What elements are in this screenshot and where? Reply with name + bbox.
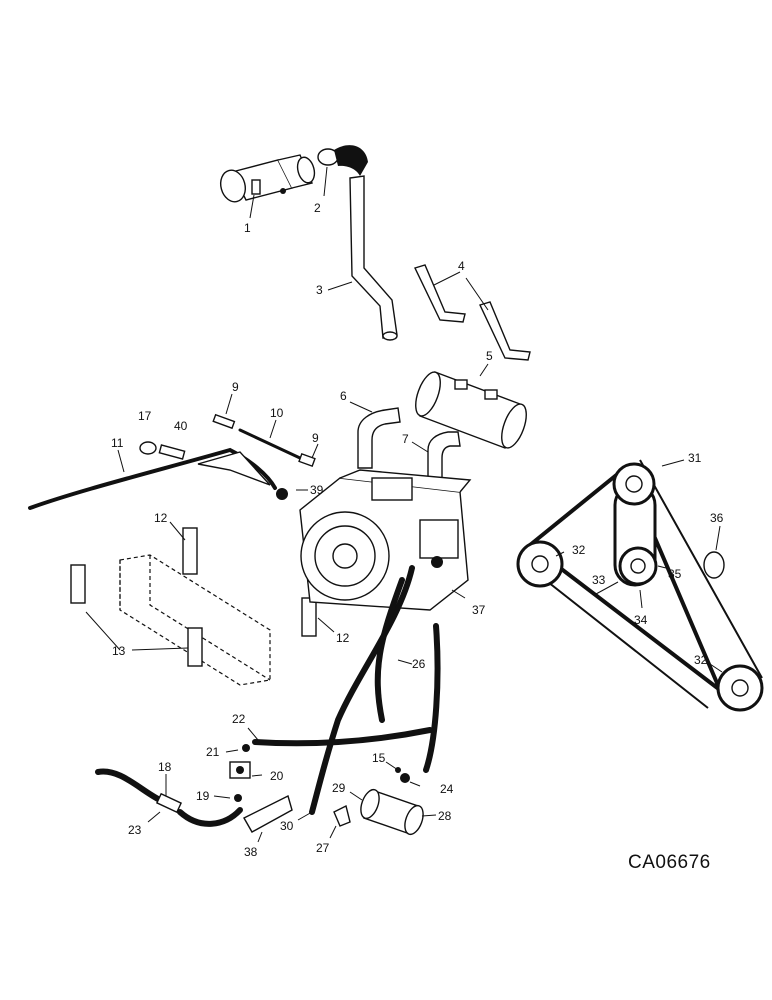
callout-5: 5 (486, 349, 493, 363)
callout-36: 36 (710, 511, 724, 525)
callout-15: 15 (372, 751, 386, 765)
callout-3: 3 (316, 283, 323, 297)
callout-30: 30 (280, 819, 294, 833)
callout-9-upper: 9 (232, 380, 239, 394)
callout-32-left: 32 (572, 543, 586, 557)
callout-17: 17 (138, 409, 152, 423)
control-cable (28, 447, 308, 510)
callout-12-lower: 12 (336, 631, 350, 645)
callout-2: 2 (314, 201, 321, 215)
callout-20: 20 (270, 769, 284, 783)
callout-40: 40 (174, 419, 188, 433)
mounting-brackets (414, 264, 531, 361)
exhaust-elbows (349, 401, 461, 479)
callout-19: 19 (196, 789, 210, 803)
callout-4: 4 (458, 259, 465, 273)
callout-24: 24 (440, 782, 454, 796)
air-cleaner (219, 154, 316, 219)
callout-32-right: 32 (694, 653, 708, 667)
callout-28: 28 (438, 809, 452, 823)
callout-9-lower: 9 (312, 431, 319, 445)
callout-13: 13 (112, 644, 126, 658)
muffler (415, 363, 527, 449)
callout-18: 18 (158, 760, 172, 774)
fuel-line (95, 744, 293, 843)
callout-33: 33 (592, 573, 606, 587)
elbow-hose (317, 145, 368, 197)
callout-22: 22 (232, 712, 246, 726)
callout-12-upper: 12 (154, 511, 168, 525)
callout-6: 6 (340, 389, 347, 403)
belt-drive (516, 459, 764, 712)
radiator-assembly (70, 521, 335, 686)
callout-26: 26 (412, 657, 426, 671)
callout-31: 31 (688, 451, 702, 465)
fuel-filter (329, 761, 437, 839)
callout-38: 38 (244, 845, 258, 859)
callout-37: 37 (472, 603, 486, 617)
callout-27: 27 (316, 841, 330, 855)
engine (299, 469, 472, 611)
callout-10: 10 (270, 406, 284, 420)
hoses (247, 565, 441, 821)
drawing-code: CA06676 (628, 852, 711, 873)
callout-29: 29 (332, 781, 346, 795)
callout-7: 7 (402, 432, 409, 446)
callout-labels: 1 2 3 4 5 6 7 9 9 10 11 12 12 13 15 17 1… (111, 201, 724, 873)
callout-39: 39 (310, 483, 324, 497)
small-fittings (139, 393, 319, 468)
callout-35: 35 (668, 567, 682, 581)
callout-34: 34 (634, 613, 648, 627)
callout-23: 23 (128, 823, 142, 837)
callout-1: 1 (244, 221, 251, 235)
callout-21: 21 (206, 745, 220, 759)
callout-11: 11 (111, 436, 124, 450)
intake-pipe (327, 175, 398, 341)
